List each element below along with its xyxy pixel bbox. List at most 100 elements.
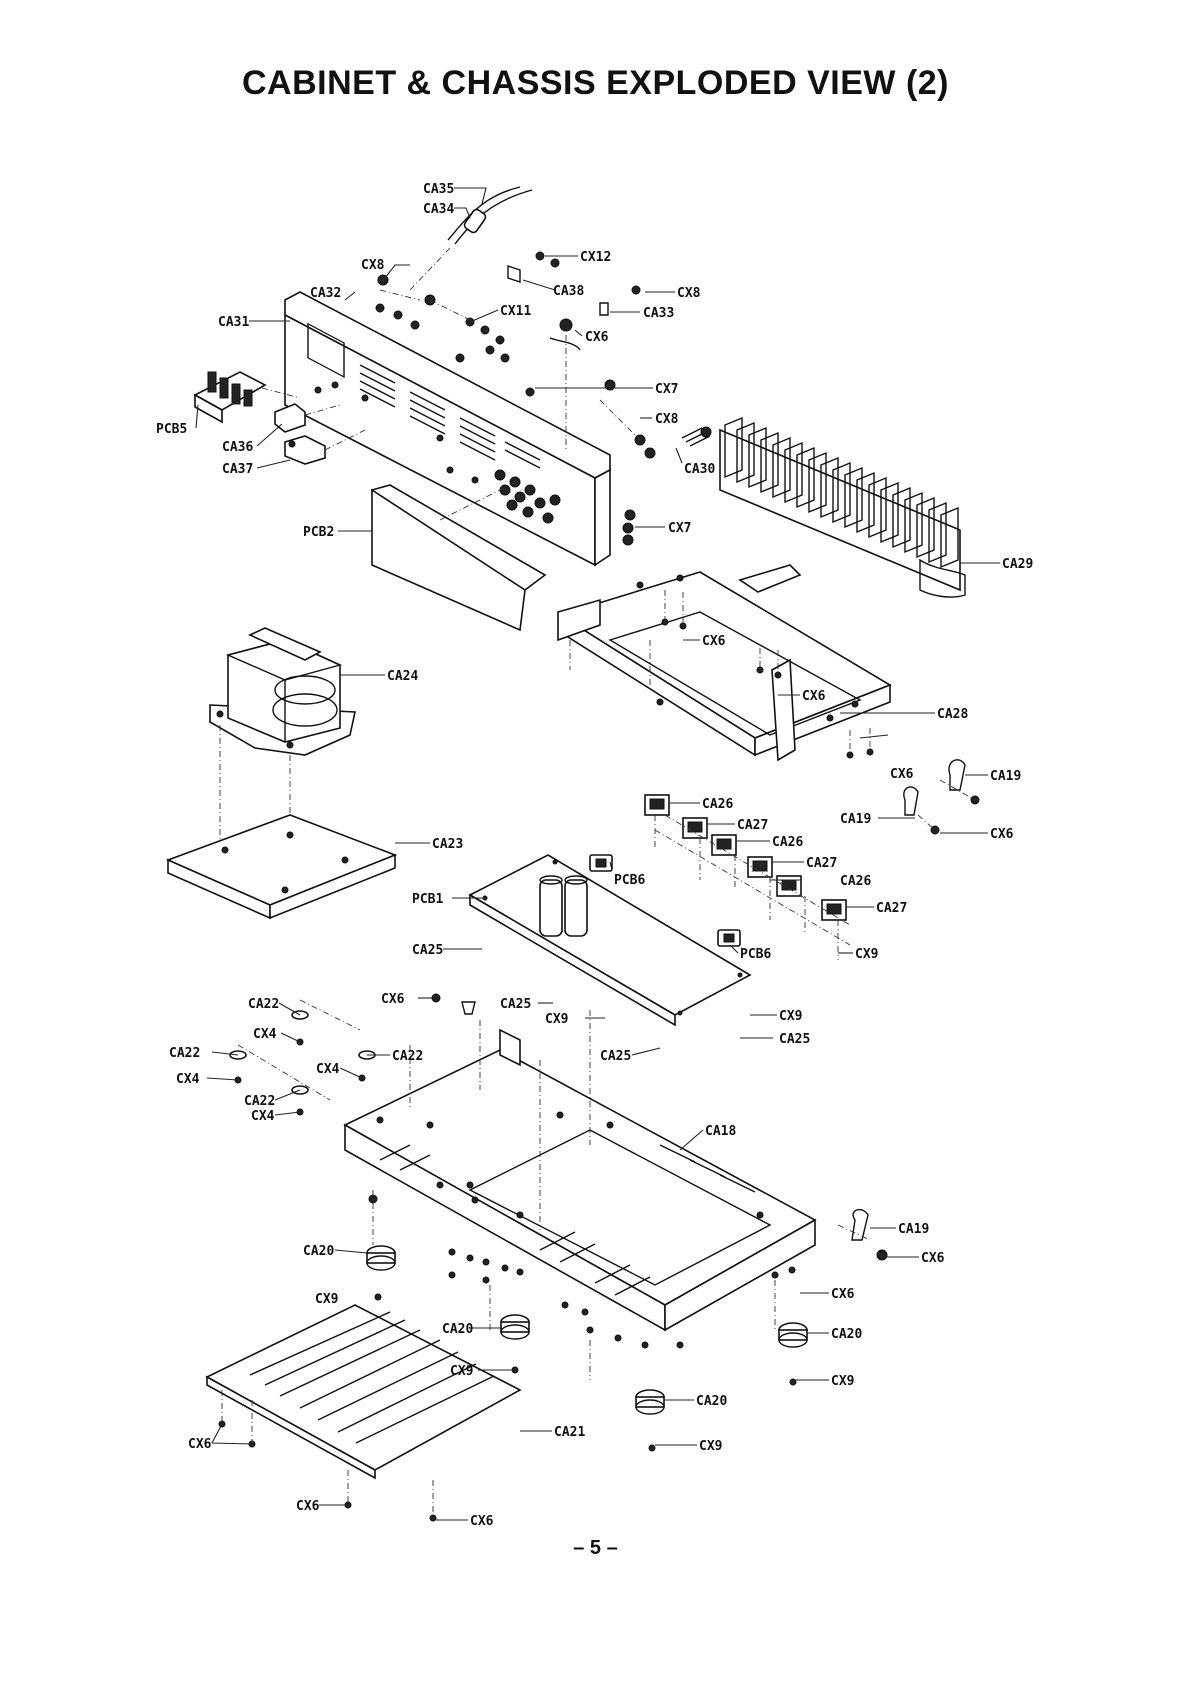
label-cx6-ca19-lower: CX6 — [921, 1251, 945, 1266]
label-cx4-left: CX4 — [176, 1072, 200, 1087]
label-ca35: CA35 — [423, 182, 454, 197]
pcb6-upper — [589, 854, 613, 872]
label-cx7-lower: CX7 — [668, 521, 691, 536]
label-cx8-right: CX8 — [677, 286, 701, 301]
part-labels: CA35 CA34 CX12 CX8 CA38 CX8 CA33 CA32 CX… — [156, 182, 1033, 1529]
chassis-bracket-ca28 — [557, 564, 892, 762]
power-transistors — [644, 794, 851, 960]
label-ca20-front: CA20 — [696, 1394, 727, 1409]
label-cx9-right-foot: CX9 — [831, 1374, 854, 1389]
foot-ca20-center — [500, 1314, 530, 1374]
label-cx6-chassis-right: CX6 — [831, 1287, 855, 1302]
label-ca37: CA37 — [222, 462, 253, 477]
label-ca27-2: CA27 — [806, 856, 837, 871]
label-ca29: CA29 — [1002, 557, 1033, 572]
label-ca27-1: CA27 — [737, 818, 768, 833]
label-ca20-right: CA20 — [831, 1327, 862, 1342]
label-pcb6-upper: PCB6 — [614, 873, 645, 888]
label-cx6-top: CX6 — [585, 330, 609, 345]
label-ca18: CA18 — [705, 1124, 736, 1139]
label-pcb2: PCB2 — [303, 525, 334, 540]
label-ca34: CA34 — [423, 202, 454, 217]
label-cx11: CX11 — [500, 304, 531, 319]
label-pcb1: PCB1 — [412, 892, 443, 907]
chassis-screws — [368, 1190, 796, 1380]
spacer-ca30 — [681, 426, 712, 447]
terminal-block-pcb5 — [193, 371, 301, 424]
label-cx9-transistors: CX9 — [855, 947, 878, 962]
label-ca27-3: CA27 — [876, 901, 907, 916]
pcb2 — [371, 479, 547, 632]
label-ca23: CA23 — [432, 837, 463, 852]
screw-cx6-mid — [431, 993, 476, 1015]
label-ca26-1: CA26 — [702, 797, 733, 812]
rear-panel-screws — [375, 251, 656, 546]
bracket-ca19-middle — [903, 786, 940, 835]
pcb6-lower — [717, 929, 741, 947]
label-ca25-right: CA25 — [779, 1032, 810, 1047]
label-ca24: CA24 — [387, 669, 418, 684]
label-cx12: CX12 — [580, 250, 611, 265]
label-ca22-top: CA22 — [248, 997, 279, 1012]
label-pcb5: PCB5 — [156, 422, 187, 437]
label-cx6-cover-right: CX6 — [470, 1514, 494, 1529]
label-cx8-mid: CX8 — [655, 412, 679, 427]
main-chassis-ca18 — [343, 1010, 817, 1332]
label-ca25-bottom: CA25 — [600, 1049, 631, 1064]
socket-ca37 — [284, 429, 366, 465]
label-ca33: CA33 — [643, 306, 674, 321]
label-ca19-upper: CA19 — [990, 769, 1021, 784]
label-cx9-front: CX9 — [699, 1439, 722, 1454]
label-cx7-upper: CX7 — [655, 382, 678, 397]
label-ca32: CA32 — [310, 286, 341, 301]
label-ca20-left: CA20 — [303, 1244, 334, 1259]
leader-lines — [195, 187, 1000, 1521]
foot-ca20-front — [635, 1389, 665, 1452]
main-pcb1 — [468, 854, 752, 1027]
label-ca19-lower: CA19 — [898, 1222, 929, 1237]
label-ca22-right: CA22 — [392, 1049, 423, 1064]
label-cx6-cover-left: CX6 — [188, 1437, 212, 1452]
label-ca30: CA30 — [684, 462, 715, 477]
label-cx6-ca19: CX6 — [990, 827, 1014, 842]
page-number: – 5 – — [573, 1537, 618, 1559]
rear-panel-ca31 — [284, 291, 611, 567]
page-title: CABINET & CHASSIS EXPLODED VIEW (2) — [241, 64, 949, 102]
label-ca38: CA38 — [553, 284, 584, 299]
foot-ca20-left — [366, 1245, 396, 1301]
bracket-ca19-upper — [939, 759, 980, 805]
label-ca28: CA28 — [937, 707, 968, 722]
label-cx9-mid: CX9 — [545, 1012, 568, 1027]
label-ca25-mid: CA25 — [500, 997, 531, 1012]
label-ca22-bottom: CA22 — [244, 1094, 275, 1109]
label-cx6-cover-mid: CX6 — [296, 1499, 320, 1514]
label-ca25-left: CA25 — [412, 943, 443, 958]
label-cx9-center: CX9 — [450, 1364, 473, 1379]
foot-ca20-right — [778, 1322, 808, 1386]
bottom-cover-ca21 — [205, 1304, 522, 1522]
label-pcb6-lower: PCB6 — [740, 947, 771, 962]
label-cx4-bottom: CX4 — [251, 1109, 275, 1124]
bracket-screws — [569, 590, 874, 759]
label-cx6-bracket2: CX6 — [802, 689, 826, 704]
label-ca22-left: CA22 — [169, 1046, 200, 1061]
label-cx9-right: CX9 — [779, 1009, 802, 1024]
label-ca26-3: CA26 — [840, 874, 871, 889]
label-cx8-top: CX8 — [361, 258, 385, 273]
label-cx6-bracket3: CX6 — [890, 767, 914, 782]
label-cx9-left: CX9 — [315, 1292, 338, 1307]
socket-ca36 — [274, 403, 341, 433]
label-ca19-mid: CA19 — [840, 812, 871, 827]
label-cx4-right: CX4 — [316, 1062, 340, 1077]
label-ca36: CA36 — [222, 440, 253, 455]
label-ca26-2: CA26 — [772, 835, 803, 850]
label-cx4-top: CX4 — [253, 1027, 277, 1042]
heatsink-ca29 — [719, 416, 966, 598]
label-ca31: CA31 — [218, 315, 249, 330]
label-ca21: CA21 — [554, 1425, 585, 1440]
label-cx6-mid: CX6 — [381, 992, 405, 1007]
plate-ca23 — [165, 814, 398, 920]
transformer-ca24 — [209, 627, 356, 870]
